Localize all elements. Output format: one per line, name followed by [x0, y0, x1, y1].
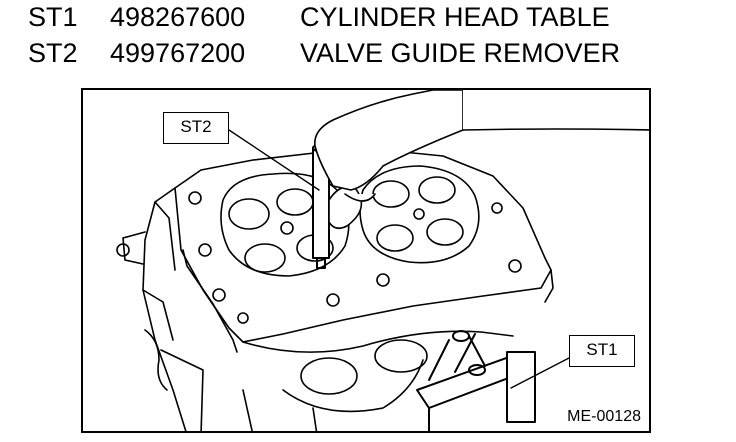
st1-callout-label: ST1 [569, 335, 635, 367]
tool-code: ST2 [28, 38, 78, 68]
tool-name: VALVE GUIDE REMOVER [300, 38, 621, 68]
combustion-chamber-left [220, 172, 350, 277]
st2-leader-line [228, 129, 320, 191]
combustion-chamber-right [359, 165, 480, 264]
tool-part-number: 498267600 [110, 2, 246, 32]
hand-drawing [314, 90, 649, 230]
illustration-frame: ST2 ST1 ME-00128 [81, 88, 651, 433]
st2-callout-label: ST2 [163, 112, 229, 144]
tool-name: CYLINDER HEAD TABLE [300, 2, 610, 32]
tool-part-number: 499767200 [110, 38, 246, 68]
figure-id: ME-00128 [567, 408, 641, 425]
cylinder-head-table [416, 330, 536, 431]
st1-leader-line [510, 357, 570, 389]
tool-code: ST1 [28, 2, 78, 32]
cylinder-head-illustration [116, 90, 649, 431]
